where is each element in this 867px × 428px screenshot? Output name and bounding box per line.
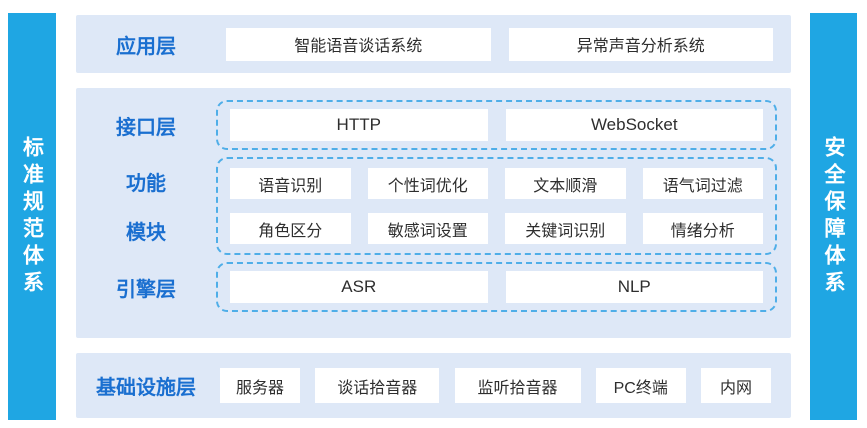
function-item-speech-recognition: 语音识别	[230, 168, 351, 199]
function-module-label-col: 功能 模块	[76, 157, 216, 255]
function-item-filler-word-filter: 语气词过滤	[642, 168, 763, 199]
interface-item-http: HTTP	[230, 109, 488, 141]
interface-layer-row: 接口层 HTTP WebSocket	[76, 100, 777, 150]
application-layer-items: 智能语音谈话系统 异常声音分析系统	[226, 27, 773, 61]
function-module-row: 功能 模块 语音识别 个性词优化 文本顺滑 语气词过滤 角色区分 敏感词设置 关…	[76, 157, 777, 255]
infrastructure-layer-items: 服务器 谈话拾音器 监听拾音器 PC终端 内网	[220, 368, 771, 403]
core-layers-band: 接口层 HTTP WebSocket 功能 模块 语音识别 个性词优化 文本顺滑…	[76, 88, 791, 338]
function-item-text-smoothing: 文本顺滑	[505, 168, 626, 199]
app-item-abnormal-sound-system: 异常声音分析系统	[508, 27, 773, 61]
infra-item-server: 服务器	[220, 368, 300, 403]
application-layer-band: 应用层 智能语音谈话系统 异常声音分析系统	[76, 15, 791, 73]
function-item-role-distinction: 角色区分	[230, 213, 351, 244]
interface-item-websocket: WebSocket	[505, 109, 763, 141]
engine-item-nlp: NLP	[505, 271, 763, 303]
standard-spec-pillar-label: 标准规范体系	[20, 135, 44, 298]
security-assurance-pillar-label: 安全保障体系	[822, 135, 845, 298]
infrastructure-layer-label-col: 基础设施层	[76, 371, 216, 400]
function-item-personal-word-optimization: 个性词优化	[367, 168, 488, 199]
function-module-group: 语音识别 个性词优化 文本顺滑 语气词过滤 角色区分 敏感词设置 关键词识别 情…	[216, 157, 777, 255]
engine-layer-label: 引擎层	[116, 278, 176, 301]
infra-item-monitor-pickup: 监听拾音器	[454, 368, 581, 403]
infra-item-pc-terminal: PC终端	[595, 368, 686, 403]
function-item-keyword-recognition: 关键词识别	[505, 213, 626, 244]
infra-item-intranet: 内网	[701, 368, 771, 403]
function-item-sensitive-word-setting: 敏感词设置	[367, 213, 488, 244]
application-layer-label-col: 应用层	[76, 30, 216, 59]
infrastructure-layer-label: 基础设施层	[96, 377, 196, 399]
app-item-voice-talk-system: 智能语音谈话系统	[226, 27, 491, 61]
application-layer-label: 应用层	[116, 35, 176, 58]
infrastructure-layer-band: 基础设施层 服务器 谈话拾音器 监听拾音器 PC终端 内网	[76, 353, 791, 418]
infra-item-talk-pickup: 谈话拾音器	[315, 368, 440, 403]
function-module-label-line2: 模块	[126, 222, 166, 244]
function-item-emotion-analysis: 情绪分析	[642, 213, 763, 244]
interface-layer-group: HTTP WebSocket	[216, 100, 777, 150]
security-assurance-pillar: 安全保障体系	[810, 13, 857, 420]
interface-layer-label: 接口层	[116, 116, 176, 139]
engine-item-asr: ASR	[230, 271, 488, 303]
engine-layer-group: ASR NLP	[216, 262, 777, 312]
standard-spec-pillar: 标准规范体系	[8, 13, 56, 420]
function-module-label-line1: 功能	[126, 173, 166, 195]
interface-layer-label-col: 接口层	[76, 100, 216, 150]
engine-layer-label-col: 引擎层	[76, 262, 216, 312]
engine-layer-row: 引擎层 ASR NLP	[76, 262, 777, 312]
